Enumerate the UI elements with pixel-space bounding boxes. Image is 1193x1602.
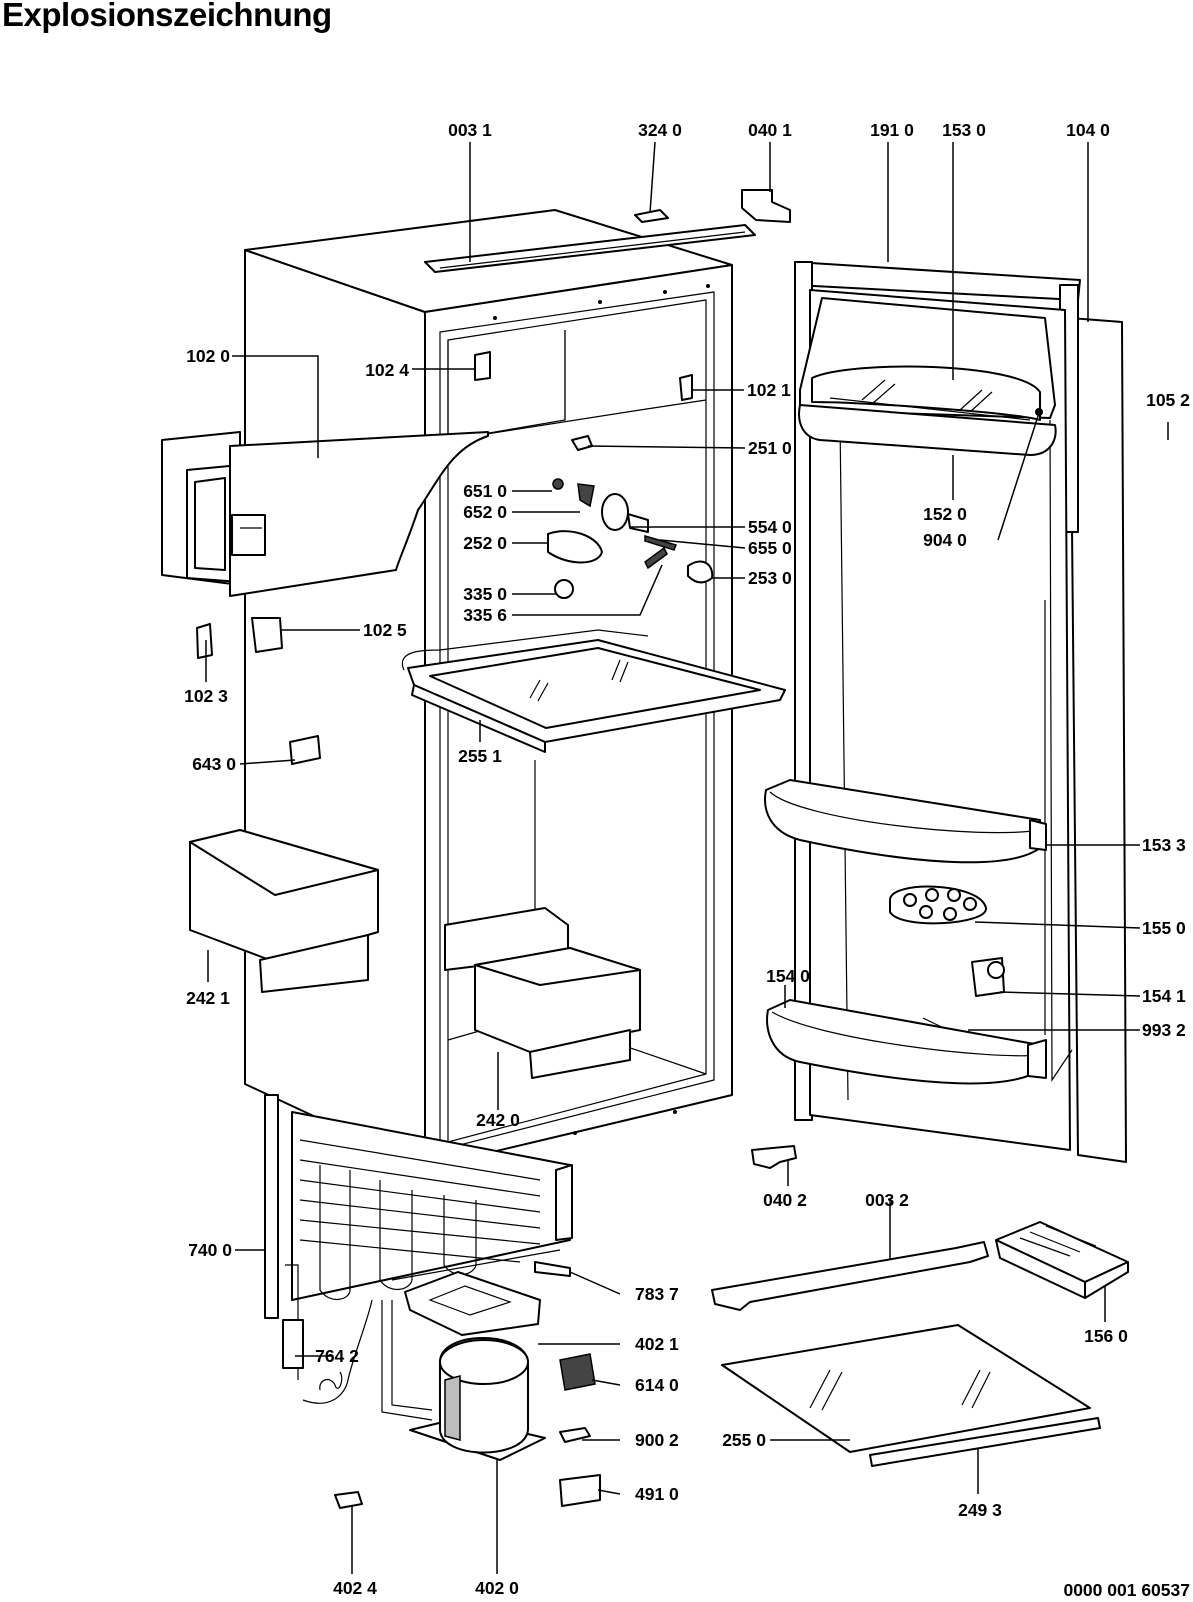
part-3240-shape (634, 209, 669, 223)
bin-upper-left (189, 829, 379, 993)
part-label-9932: 993 2 (1142, 1020, 1186, 1040)
part-labels: 003 1 324 0 040 1 191 0 153 0 104 0 102 … (184, 120, 1190, 1600)
part-label-1541: 154 1 (1142, 986, 1186, 1006)
part-label-6510: 651 0 (463, 481, 507, 501)
part-label-3350: 335 0 (463, 584, 507, 604)
part-label-0031: 003 1 (448, 120, 492, 140)
part-label-4910: 491 0 (635, 1484, 679, 1504)
part-label-1040: 104 0 (1066, 120, 1110, 140)
part-label-6430: 643 0 (192, 754, 236, 774)
part-label-4021: 402 1 (635, 1334, 679, 1354)
part-label-3240: 324 0 (638, 120, 682, 140)
part-label-1550: 155 0 (1142, 918, 1186, 938)
part-0401-shape (741, 189, 791, 223)
part-label-1020: 102 0 (186, 346, 230, 366)
part-label-7642: 764 2 (315, 1346, 359, 1366)
door-balcony-bottom (766, 999, 1047, 1085)
thermostat-parts (547, 435, 714, 599)
part-label-1023: 102 3 (184, 686, 228, 706)
condenser (264, 1094, 573, 1319)
part-label-0032: 003 2 (865, 1190, 909, 1210)
part-label-0401: 040 1 (748, 120, 792, 140)
part-label-5540: 554 0 (748, 517, 792, 537)
part-label-9002: 900 2 (635, 1430, 679, 1450)
part-label-1560: 156 0 (1084, 1326, 1128, 1346)
page-title: Explosionszeichnung (2, 0, 332, 33)
part-label-6520: 652 0 (463, 502, 507, 522)
part-label-1533: 153 3 (1142, 835, 1186, 855)
document-number: 0000 001 60537 (1063, 1580, 1190, 1600)
part-label-1052: 105 2 (1146, 390, 1190, 410)
part-label-3356: 335 6 (463, 605, 507, 625)
door-balcony-top (798, 297, 1057, 456)
part-label-7837: 783 7 (635, 1284, 679, 1304)
part-label-4024: 402 4 (333, 1578, 377, 1598)
part-label-0402: 040 2 (763, 1190, 807, 1210)
part-label-1520: 152 0 (923, 504, 967, 524)
ice-tray (995, 1221, 1129, 1299)
part-label-2421: 242 1 (186, 988, 230, 1008)
part-label-6140: 614 0 (635, 1375, 679, 1395)
part-label-2551: 255 1 (458, 746, 502, 766)
compressor (409, 1337, 546, 1461)
leader-lines (205, 141, 1169, 1574)
part-label-2530: 253 0 (748, 568, 792, 588)
part-label-1021: 102 1 (747, 380, 791, 400)
part-label-9040: 904 0 (923, 530, 967, 550)
part-label-1530: 153 0 (942, 120, 986, 140)
egg-tray (889, 885, 987, 925)
part-label-2550: 255 0 (722, 1430, 766, 1450)
glass-shelf-upper (401, 629, 786, 753)
part-label-1024: 102 4 (365, 360, 409, 380)
part-label-1025: 102 5 (363, 620, 407, 640)
part-label-6550: 655 0 (748, 538, 792, 558)
main-door (794, 261, 1127, 1163)
freezer-door (161, 431, 489, 597)
part-label-2510: 251 0 (748, 438, 792, 458)
part-label-2493: 249 3 (958, 1500, 1002, 1520)
base-strip (711, 1241, 989, 1311)
part-label-4020: 402 0 (475, 1578, 519, 1598)
part-label-1910: 191 0 (870, 120, 914, 140)
part-label-2520: 252 0 (463, 533, 507, 553)
part-label-7400: 740 0 (188, 1240, 232, 1260)
part-label-2420: 242 0 (476, 1110, 520, 1130)
part-label-1540: 154 0 (766, 966, 810, 986)
door-balcony-middle (764, 779, 1047, 864)
crisper-drawer (444, 907, 641, 1079)
glass-shelf-lower (721, 1324, 1091, 1453)
